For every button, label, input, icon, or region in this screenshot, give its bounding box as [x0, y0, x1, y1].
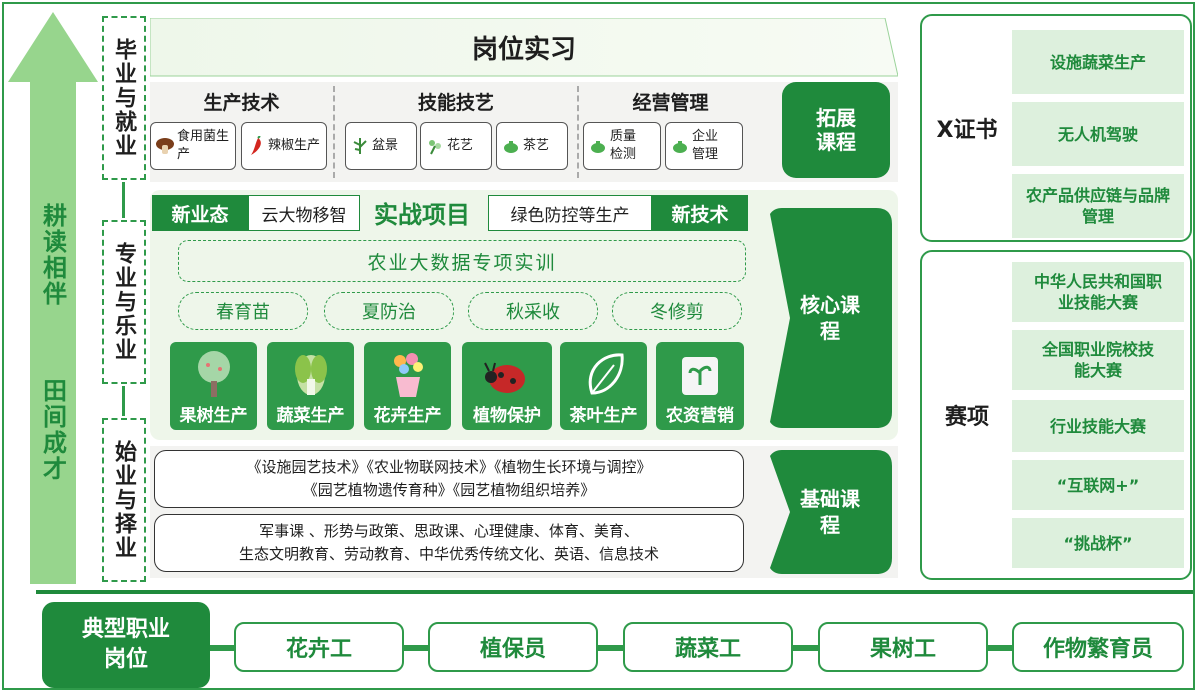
- chip-label: 花艺: [447, 138, 474, 153]
- job-item-vegetable-worker: 蔬菜工: [623, 622, 793, 672]
- job-item-orchard-worker: 果树工: [818, 622, 988, 672]
- chip-label: 企业管理: [692, 129, 719, 162]
- tile-label: 花卉生产: [373, 406, 442, 426]
- flower-pot-icon: [393, 353, 423, 397]
- basic-line: 军事课 、形势与政策、思政课、心理健康、体育、美育、: [259, 522, 639, 540]
- chip-label: 质量检测: [610, 129, 637, 162]
- new-format-value: 云大物移智: [248, 195, 360, 231]
- teapot-icon: [504, 141, 518, 153]
- tile-label: 农资营销: [666, 406, 734, 426]
- stage-start: 始业与择业: [102, 418, 146, 582]
- cabbage-icon: [294, 355, 327, 395]
- basic-professional-box: 《设施园艺技术》《农业物联网技术》《植物生长环境与调控》 《园艺植物遗传育种》《…: [154, 450, 744, 508]
- bottom-divider: [36, 590, 1193, 594]
- divider: [333, 86, 335, 178]
- internship-banner-shape: [150, 18, 898, 77]
- teapot-icon: [591, 141, 605, 153]
- competition-item: 中华人民共和国职业技能大赛: [1012, 262, 1184, 322]
- tab-extension-courses: 拓展课程: [782, 82, 890, 178]
- stage-connector: [122, 182, 125, 218]
- tile-label: 茶叶生产: [569, 406, 638, 426]
- progress-arrow: [8, 12, 98, 584]
- category-skills: 技能技艺: [417, 91, 494, 114]
- bigdata-training: 农业大数据专项实训: [178, 240, 746, 282]
- tab-basic-shape: [770, 450, 892, 574]
- job-item-florist: 花卉工: [234, 622, 404, 672]
- fruit-tree-icon: [197, 351, 230, 397]
- basic-line: 《园艺植物遗传育种》《园艺植物组织培养》: [302, 481, 596, 499]
- chili-icon: [251, 136, 261, 155]
- tile-vegetable: 蔬菜生产: [267, 342, 354, 430]
- chip-enterprise: 企业管理: [665, 122, 743, 170]
- basic-general-box: 军事课 、形势与政策、思政课、心理健康、体育、美育、 生态文明教育、劳动教育、中…: [154, 514, 744, 572]
- chip-tea-art: 茶艺: [496, 122, 568, 170]
- competition-item: 全国职业院校技能大赛: [1012, 330, 1184, 390]
- tab-basic-courses: 基础课程: [800, 487, 860, 537]
- mushroom-icon: [156, 138, 174, 154]
- tile-agri-marketing: 农资营销: [656, 342, 744, 430]
- competition-item: “互联网+”: [1012, 460, 1184, 510]
- ladybug-icon: [484, 362, 525, 393]
- chip-label: 茶艺: [523, 138, 550, 153]
- chip-chili: 辣椒生产: [241, 122, 327, 170]
- certificate-item: 农产品供应链与品牌管理: [1012, 174, 1184, 238]
- category-management: 经营管理: [632, 91, 709, 114]
- new-tech-value: 绿色防控等生产: [488, 195, 652, 231]
- competition-title: 赛项: [944, 405, 989, 430]
- teapot-icon: [673, 141, 687, 153]
- stage-connector: [122, 386, 125, 416]
- basic-line: 生态文明教育、劳动教育、中华优秀传统文化、英语、信息技术: [238, 545, 659, 563]
- stage-graduation: 毕业与就业: [102, 16, 146, 180]
- new-tech-label: 新技术: [652, 195, 748, 231]
- competition-item: 行业技能大赛: [1012, 400, 1184, 452]
- arrow-bottom-text: 田间成才: [38, 378, 67, 482]
- seedling-bag-icon: [682, 357, 718, 395]
- certificate-title: X证书: [936, 118, 998, 143]
- divider: [577, 86, 579, 178]
- job-item-plant-protector: 植保员: [428, 622, 598, 672]
- season-summer: 夏防治: [324, 292, 454, 330]
- category-production: 生产技术: [203, 91, 280, 114]
- certificate-item: 设施蔬菜生产: [1012, 30, 1184, 94]
- tile-plant-protection: 植物保护: [462, 342, 552, 430]
- chip-quality: 质量检测: [583, 122, 661, 170]
- chip-label: 盆景: [372, 138, 399, 153]
- tile-label: 植物保护: [473, 406, 541, 426]
- tile-label: 果树生产: [179, 406, 248, 426]
- season-spring: 春育苗: [178, 292, 308, 330]
- arrow-top-text: 耕读相伴: [38, 203, 67, 307]
- new-format-label: 新业态: [152, 195, 248, 231]
- chip-floral: 花艺: [420, 122, 492, 170]
- chip-mushroom: 食用菌生产: [150, 122, 236, 170]
- tile-fruit-tree: 果树生产: [170, 342, 257, 430]
- tile-flower: 花卉生产: [364, 342, 451, 430]
- tab-core-courses: 核心课程: [800, 293, 860, 343]
- leaf-icon: [588, 353, 624, 395]
- bonsai-icon: [353, 138, 367, 154]
- flower-icon: [429, 140, 441, 155]
- season-autumn: 秋采收: [468, 292, 598, 330]
- basic-line: 《设施园艺技术》《农业物联网技术》《植物生长环境与调控》: [246, 458, 652, 476]
- stage-profession: 专业与乐业: [102, 220, 146, 384]
- chip-label: 辣椒生产: [268, 138, 321, 153]
- internship-title: 岗位实习: [471, 34, 576, 65]
- job-item-crop-breeder: 作物繁育员: [1012, 622, 1184, 672]
- jobs-title: 典型职业岗位: [42, 602, 210, 688]
- chip-label: 食用菌生产: [177, 129, 230, 162]
- chip-bonsai: 盆景: [345, 122, 417, 170]
- tab-core-shape: [770, 208, 892, 428]
- tile-tea: 茶叶生产: [560, 342, 647, 430]
- tile-label: 蔬菜生产: [276, 406, 345, 426]
- certificate-item: 无人机驾驶: [1012, 102, 1184, 166]
- project-title: 实战项目: [374, 200, 470, 229]
- competition-item: “挑战杯”: [1012, 518, 1184, 568]
- season-winter: 冬修剪: [612, 292, 742, 330]
